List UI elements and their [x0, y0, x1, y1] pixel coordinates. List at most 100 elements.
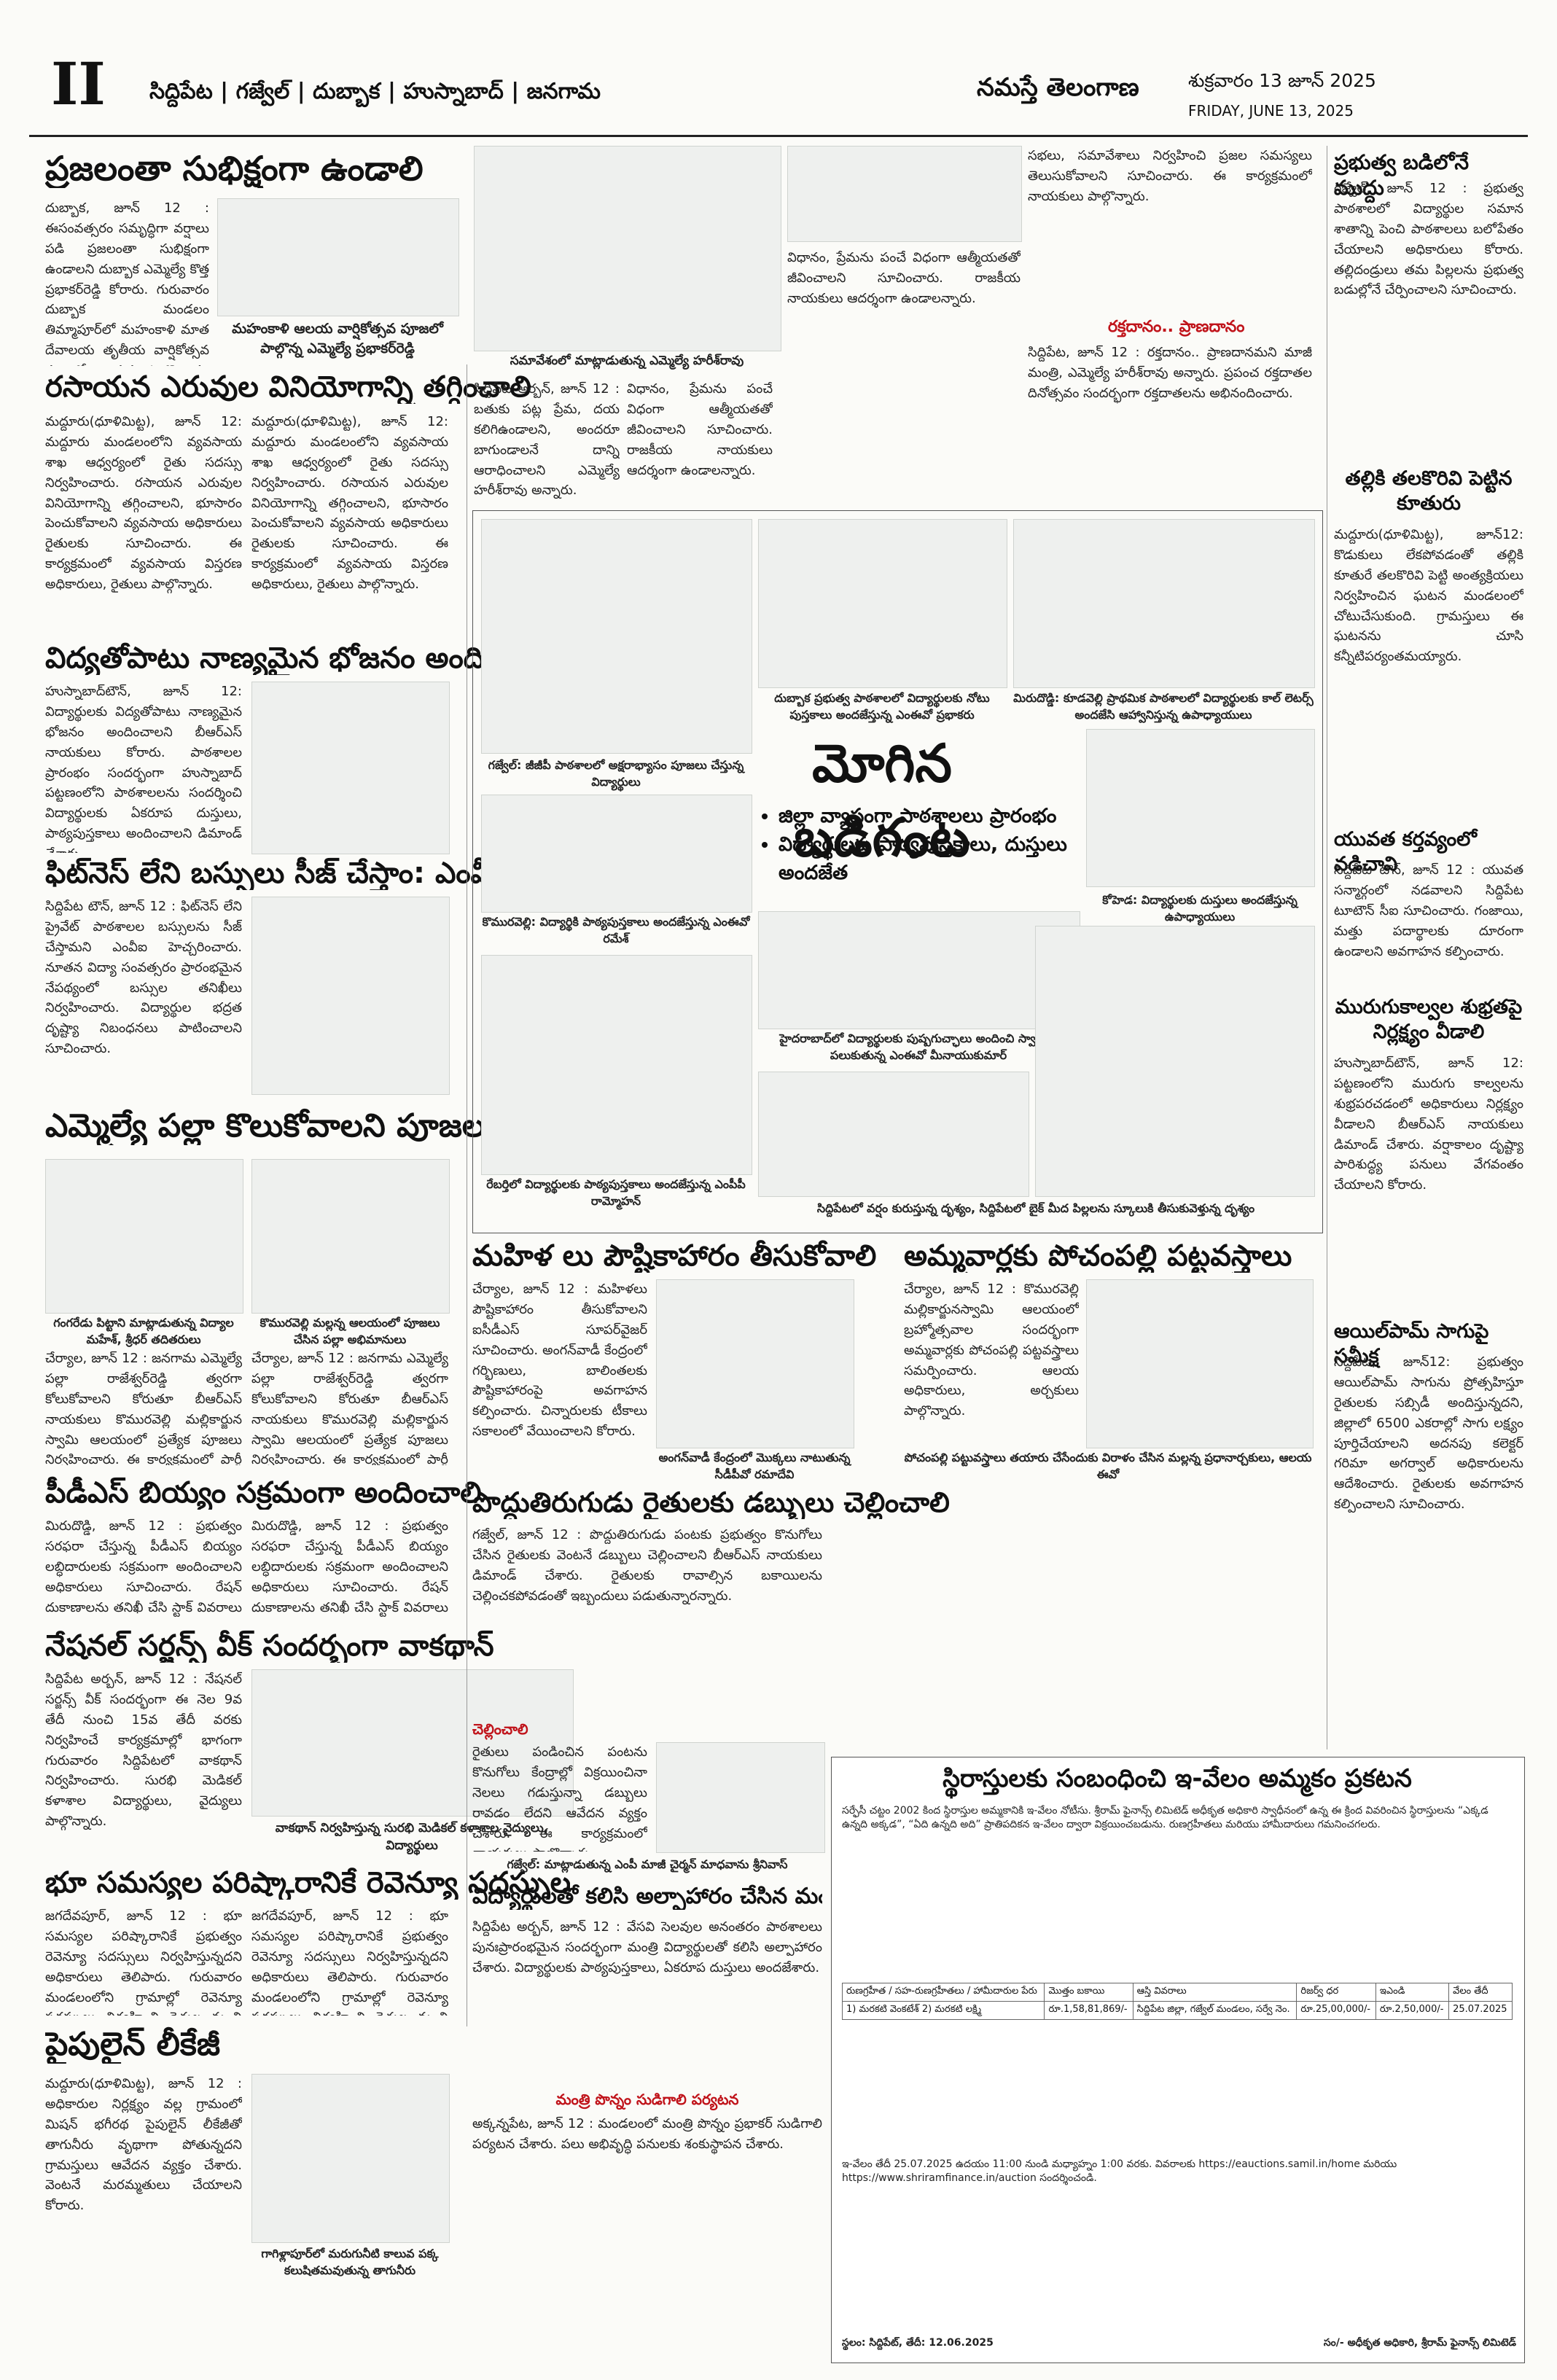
article-revenue-meetings-cont: జగదేవపూర్, జూన్ 12 : భూ సమస్యల పరిష్కారా… [251, 1908, 448, 2016]
subhead-minister-tour: మంత్రి పొన్నం సుడిగాలి పర్యటన [555, 2091, 739, 2108]
table-row: 1) మరకటి వెంకటేశ్ 2) మరకటి లక్ష్మి రూ.1,… [841, 2001, 1513, 2020]
auction-notice-signature: సం/- అధీకృత అధికారి, శ్రీరామ్ ఫైనాన్స్ ల… [1323, 2337, 1516, 2349]
district-nav: సిద్దిపేట | గజ్వేల్ | దుబ్బాక | హుస్నాబా… [149, 79, 601, 104]
headline-pds-rice: పీడీఎస్ బియ్యం సక్రమంగా అందించాలి [45, 1476, 482, 1510]
photo-komuravelli-school [481, 795, 752, 913]
article-drains: హుస్నాబాద్‌టౌన్, జూన్ 12: పట్టణంలోని ముర… [1334, 1056, 1523, 1193]
caption-mla-prayers-1: గంగరేడు పిట్టాని మాట్లాడుతున్న విద్యాల మ… [53, 1316, 234, 1346]
auction-col-emd: ఇఎండి [1375, 1983, 1450, 2002]
article-fertilizers: మద్దూరు(ధూళిమిట్ట), జూన్ 12: మద్దూరు మండ… [45, 414, 242, 593]
article-harish-rao-cont: విధానం, ప్రేమను పంచే విధంగా ఆత్మీయతతో జీ… [627, 381, 773, 478]
article-fertilizers-cont: మద్దూరు(ధూళిమిట్ట), జూన్ 12: మద్దూరు మండ… [251, 414, 448, 593]
article-bus-fitness: సిద్దిపేట టౌన్, జూన్ 12 : ఫిట్‌నెస్ లేని… [45, 899, 242, 1057]
auction-cell-reserve: రూ.25,00,000/- [1296, 2001, 1376, 2020]
article-daughter-last-rites: మద్దూరు(ధూళిమిట్ట), జూన్12: కొడుకులు లేక… [1334, 527, 1523, 665]
caption-pipeline-leak: గాగిళ్లాపూర్‌లో మరుగునీటి కాలువ పక్క కలు… [261, 2247, 439, 2277]
photo-temple-pooja [217, 198, 459, 316]
photo-mirudoddi-school [1013, 519, 1315, 688]
banner-bullet-1: జిల్లా వ్యాప్తంగా పాఠశాలలు ప్రారంభం [778, 802, 1099, 830]
auction-col-reserve: రిజర్వ్ ధర [1296, 1983, 1376, 2002]
article-harish-rao-col4: సభలు, సమావేశాలు నిర్వహించి ప్రజల సమస్యలు… [1028, 148, 1312, 204]
auction-col-date: వేలం తేదీ [1448, 1983, 1513, 2002]
caption-mirudoddi-school: మిరుదొడ్డి: కూడవెల్లి ప్రాథమిక పాఠశాలలో … [1013, 691, 1314, 722]
caption-hyderabad-school: హైదరాబాద్‌లో విద్యార్థులకు పుష్పగుచ్ఛాలు… [779, 1031, 1058, 1062]
auction-cell-dues: రూ.1,58,81,869/- [1044, 2001, 1133, 2020]
article-pipeline-leak: మద్దూరు(ధూళిమిట్ట), జూన్ 12 : అధికారుల న… [45, 2076, 242, 2214]
article-govt-school: గజ్వేల్, జూన్ 12 : ప్రభుత్వ పాఠశాలలో విద… [1334, 181, 1523, 298]
headline-minister-breakfast: విద్యార్థులతో కలిసి అల్పాహారం చేసిన మంత్… [472, 1884, 822, 1909]
article-harish-rao-col3: విధానం, ప్రేమను పంచే విధంగా ఆత్మీయతతో జీ… [787, 250, 1021, 306]
caption-rain-bike: సిద్దిపేటలో వర్షం కురుస్తున్న దృశ్యం, సి… [816, 1201, 1255, 1215]
auction-table-header: రుణగ్రహీత / సహ-రుణగ్రహీతలు / హామీదారుల ప… [841, 1983, 1513, 2002]
photo-rebarthi-school [481, 955, 752, 1175]
date-english: FRIDAY, JUNE 13, 2025 [1188, 102, 1354, 120]
article-payment: రైతులు పండించిన పంటను కొనుగోలు కేంద్రాల్… [472, 1744, 647, 1852]
article-meals: హుస్నాబాద్‌టౌన్, జూన్ 12: విద్యార్థులకు … [45, 684, 242, 853]
article-prosperity: దుబ్బాక, జూన్ 12 : ఈసంవత్సరం సమృద్ధిగా వ… [45, 200, 209, 366]
photo-pochampally [1086, 1279, 1314, 1448]
auction-col-dues: మొత్తం బకాయి [1044, 1983, 1133, 2002]
photo-harish-rao-2 [787, 146, 1022, 242]
subhead-blood-donation: రక్తదానం.. ప్రాణదానం [1108, 318, 1245, 336]
auction-table: రుణగ్రహీత / సహ-రుణగ్రహీతలు / హామీదారుల ప… [841, 1983, 1513, 2020]
caption-gajwel-school: గజ్వేల్: జీజీపీ పాఠశాలలో అక్షరాభ్యాసం పూ… [488, 758, 744, 789]
auction-cell-emd: రూ.2,50,000/- [1375, 2001, 1450, 2020]
article-revenue-meetings: జగదేవపూర్, జూన్ 12 : భూ సమస్యల పరిష్కారా… [45, 1908, 242, 2016]
photo-sunflower-meeting [656, 1742, 825, 1853]
masthead: II సిద్దిపేట | గజ్వేల్ | దుబ్బాక | హుస్న… [0, 0, 1557, 131]
article-mla-prayers: చేర్యాల, జూన్ 12 : జనగామ ఎమ్మెల్యే పల్లా… [45, 1351, 242, 1465]
photo-bike-children [1035, 926, 1315, 1197]
photo-rain [758, 1072, 1029, 1197]
photo-meals [251, 682, 450, 854]
article-mla-prayers-cont: చేర్యాల, జూన్ 12 : జనగామ ఎమ్మెల్యే పల్లా… [251, 1351, 448, 1465]
photo-mla-prayers-1 [45, 1159, 243, 1314]
article-blood-donation: సిద్దిపేట, జూన్ 12 : రక్తదానం.. ప్రాణదాన… [1028, 345, 1312, 401]
article-youth-duty: సిద్దిపేట టౌన్, జూన్ 12 : యువత సన్మార్గం… [1334, 862, 1523, 959]
banner-bullet-2: విద్యార్థులకు పాఠ్యపుస్తకాలు, దుస్తులు అ… [778, 830, 1099, 887]
article-walkathon: సిద్దిపేట అర్బన్, జూన్ 12 : నేషనల్ సర్జన… [45, 1671, 242, 1830]
headline-sunflower-farmers: పొద్దుతిరుగుడు రైతులకు డబ్బులు చెల్లించా… [472, 1487, 950, 1518]
headline-pochampally: అమ్మవార్లకు పోచంపల్లి పట్టవస్త్రాలు [904, 1239, 1292, 1273]
photo-harish-rao [474, 146, 781, 351]
caption-komuravelli-school: కొమురవెల్లి: విద్యార్థికి పాఠ్యపుస్తకాలు… [482, 915, 750, 945]
photo-gajwel-school [481, 519, 752, 754]
subhead-payment: చెల్లించాలి [472, 1720, 528, 1738]
photo-walkathon [251, 1669, 574, 1817]
masthead-rule [29, 135, 1528, 137]
article-oil-palm: సిద్దిపేట, జూన్12: ప్రభుత్వం ఆయిల్‌పామ్ … [1334, 1354, 1523, 1513]
caption-sunflower-meeting: గజ్వేల్: మాట్లాడుతున్న ఎంపీ మాజీ చైర్మన్… [507, 1857, 788, 1871]
auction-cell-date: 25.07.2025 [1448, 2001, 1513, 2020]
headline-youth-duty: యువత కర్తవ్యంలో వడిచావి [1334, 828, 1477, 875]
headline-pipeline-leak: పైపులైన్ లీకేజీ [45, 2026, 220, 2063]
caption-mla-prayers-2: కొమురవెల్లి మల్లన్న ఆలయంలో పూజలు చేసిన ప… [260, 1316, 440, 1346]
headline-revenue-meetings: భూ సమస్యల పరిష్కారానికే రెవెన్యూ సదస్సుల… [45, 1866, 570, 1900]
article-sunflower-farmers: గజ్వేల్, జూన్ 12 : పొద్దుతిరుగుడు పంటకు … [472, 1527, 822, 1604]
auction-notice-footer: ఇ-వేలం తేదీ 25.07.2025 ఉదయం 11:00 నుండి … [842, 2158, 1397, 2184]
photo-bus-fitness [251, 897, 450, 1095]
date-telugu: శుక్రవారం 13 జూన్ 2025 [1188, 70, 1376, 91]
brand-name: నమస్తే తెలంగాణ [977, 73, 1139, 102]
auction-notice-title: స్థిరాస్తులకు సంబంధించి ఇ-వేలం అమ్మకం ప్… [943, 1764, 1412, 1793]
headline-fertilizers: రసాయన ఎరువుల వినియోగాన్ని తగ్గించాలి [45, 370, 531, 404]
caption-temple-pooja: మహంకాళి ఆలయ వార్షికోత్సవ పూజలో పాల్గొన్న… [232, 321, 443, 356]
photo-anganwadi [656, 1279, 854, 1448]
caption-walkathon: వాకథాన్ నిర్వహిస్తున్న సురభి మెడికల్ కళా… [275, 1821, 549, 1853]
headline-prosperity: ప్రజలంతా సుభిక్షంగా ఉండాలి [45, 149, 424, 188]
photo-pipeline-leak [251, 2074, 450, 2243]
headline-govt-school: ప్రభుత్వ బడిలోనే ముద్దు [1334, 150, 1470, 200]
banner-bullets: జిల్లా వ్యాప్తంగా పాఠశాలలు ప్రారంభం విద్… [758, 802, 1099, 887]
auction-notice-text: సర్ఫేసీ చట్టం 2002 కింద స్థిరాస్తుల అమ్మ… [842, 1805, 1488, 1830]
headline-drains: మురుగుకాల్వల శుభ్రతపై నిర్లక్ష్యం వీడాలి [1335, 996, 1523, 1043]
headline-nutrition: మహిళ లు పౌష్టికాహారం తీసుకోవాలి [472, 1239, 877, 1273]
caption-rebarthi-school: రేబర్తిలో విద్యార్థులకు పాఠ్యపుస్తకాలు అ… [486, 1177, 746, 1208]
caption-dubbaka-school: దుబ్బాక ప్రభుత్వ పాఠశాలలో విద్యార్థులకు … [774, 691, 990, 722]
auction-cell-borrower: 1) మరకటి వెంకటేశ్ 2) మరకటి లక్ష్మి [841, 2001, 1045, 2020]
auction-table-wrap: రుణగ్రహీత / సహ-రుణగ్రహీతలు / హామీదారుల ప… [841, 1983, 1513, 2020]
photo-hyderabad-school [758, 911, 1080, 1029]
auction-col-property: ఆస్తి వివరాలు [1132, 1983, 1298, 2002]
headline-walkathon: నేషనల్ సర్జన్స్ వీక్ సందర్భంగా వాకథాన్ [45, 1629, 494, 1663]
page-number: II [51, 50, 106, 118]
headline-bus-fitness: ఫిట్‌నెస్ లేని బస్సులు సీజ్ చేస్తాం: ఎంవ… [45, 857, 513, 890]
headline-mla-prayers: ఎమ్మెల్యే పల్లా కొలుకోవాలని పూజలు [45, 1108, 496, 1144]
auction-col-borrower: రుణగ్రహీత / సహ-రుణగ్రహీతలు / హామీదారుల ప… [841, 1983, 1045, 2002]
